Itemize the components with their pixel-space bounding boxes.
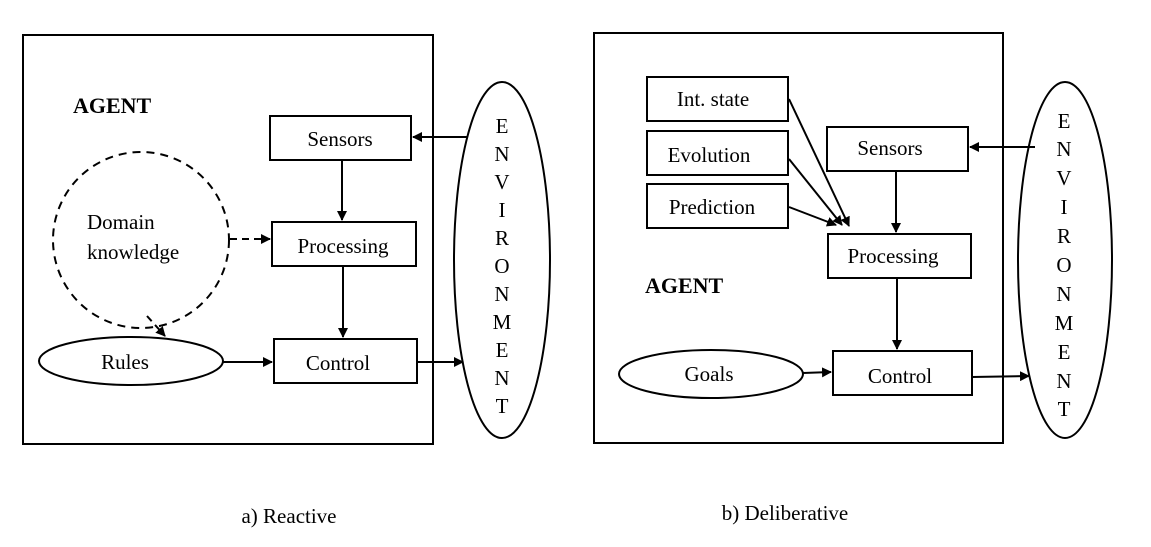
reactive-diagram: AGENT Sensors Processing Control Domain … [22,34,551,528]
reactive-agent-label: AGENT [73,93,152,118]
env-letter: N [1056,282,1071,306]
env-letter: N [1056,369,1071,393]
reactive-environment-ellipse [453,81,551,439]
env-letter: I [499,198,506,222]
reactive-sensors-label: Sensors [307,127,372,151]
reactive-rules-label: Rules [101,350,149,374]
deliberative-control-box [832,350,973,396]
arrow-control-to-environment [971,371,1030,382]
deliberative-sensors-label: Sensors [857,136,922,160]
env-letter: V [494,170,509,194]
goals-ellipse [618,349,804,399]
reactive-agent-frame [22,34,434,445]
env-letter: I [1061,195,1068,219]
int-state-box [646,76,789,122]
goals-label: Goals [685,362,734,386]
deliberative-agent-frame [593,32,1004,444]
evolution-label: Evolution [668,143,751,167]
evolution-box [646,130,789,176]
reactive-environment-letters: E N V I R O N M E N T [493,114,512,418]
env-letter: E [496,114,509,138]
domain-knowledge-label-line1: Domain [87,210,155,234]
deliberative-caption: b) Deliberative [722,501,849,525]
env-letter: N [1056,137,1071,161]
reactive-caption: a) Reactive [241,504,336,528]
env-letter: M [493,310,512,334]
prediction-box [646,183,789,229]
domain-knowledge-label-line2: knowledge [87,240,179,264]
env-letter: O [494,254,509,278]
env-letter: T [496,394,509,418]
arrow-int-state-to-processing [788,98,850,227]
env-letter: N [494,282,509,306]
arrow-goals-to-control [802,367,832,378]
env-letter: M [1055,311,1074,335]
deliberative-environment-ellipse [1017,81,1113,439]
deliberative-control-label: Control [868,364,932,388]
arrow-evolution-to-processing [788,158,843,226]
env-letter: E [496,338,509,362]
env-letter: N [494,366,509,390]
prediction-label: Prediction [669,195,756,219]
env-letter: T [1058,397,1071,421]
arrow-domain-to-rules [146,315,166,337]
reactive-control-label: Control [306,351,370,375]
domain-knowledge-circle [52,151,230,329]
env-letter: N [494,142,509,166]
deliberative-environment-letters: E N V I R O N M E N T [1055,109,1074,421]
deliberative-agent-label: AGENT [645,273,724,298]
deliberative-processing-box [827,233,972,279]
deliberative-sensors-box [826,126,969,172]
env-letter: E [1058,340,1071,364]
env-letter: R [495,226,509,250]
deliberative-processing-label: Processing [848,244,939,268]
deliberative-diagram: AGENT Int. state Evolution Prediction Se… [593,32,1113,525]
env-letter: E [1058,109,1071,133]
env-letter: O [1056,253,1071,277]
env-letter: R [1057,224,1071,248]
arrow-prediction-to-processing [788,206,837,227]
int-state-label: Int. state [677,87,749,111]
reactive-sensors-box [269,115,412,161]
reactive-processing-label: Processing [298,234,389,258]
env-letter: V [1056,166,1071,190]
